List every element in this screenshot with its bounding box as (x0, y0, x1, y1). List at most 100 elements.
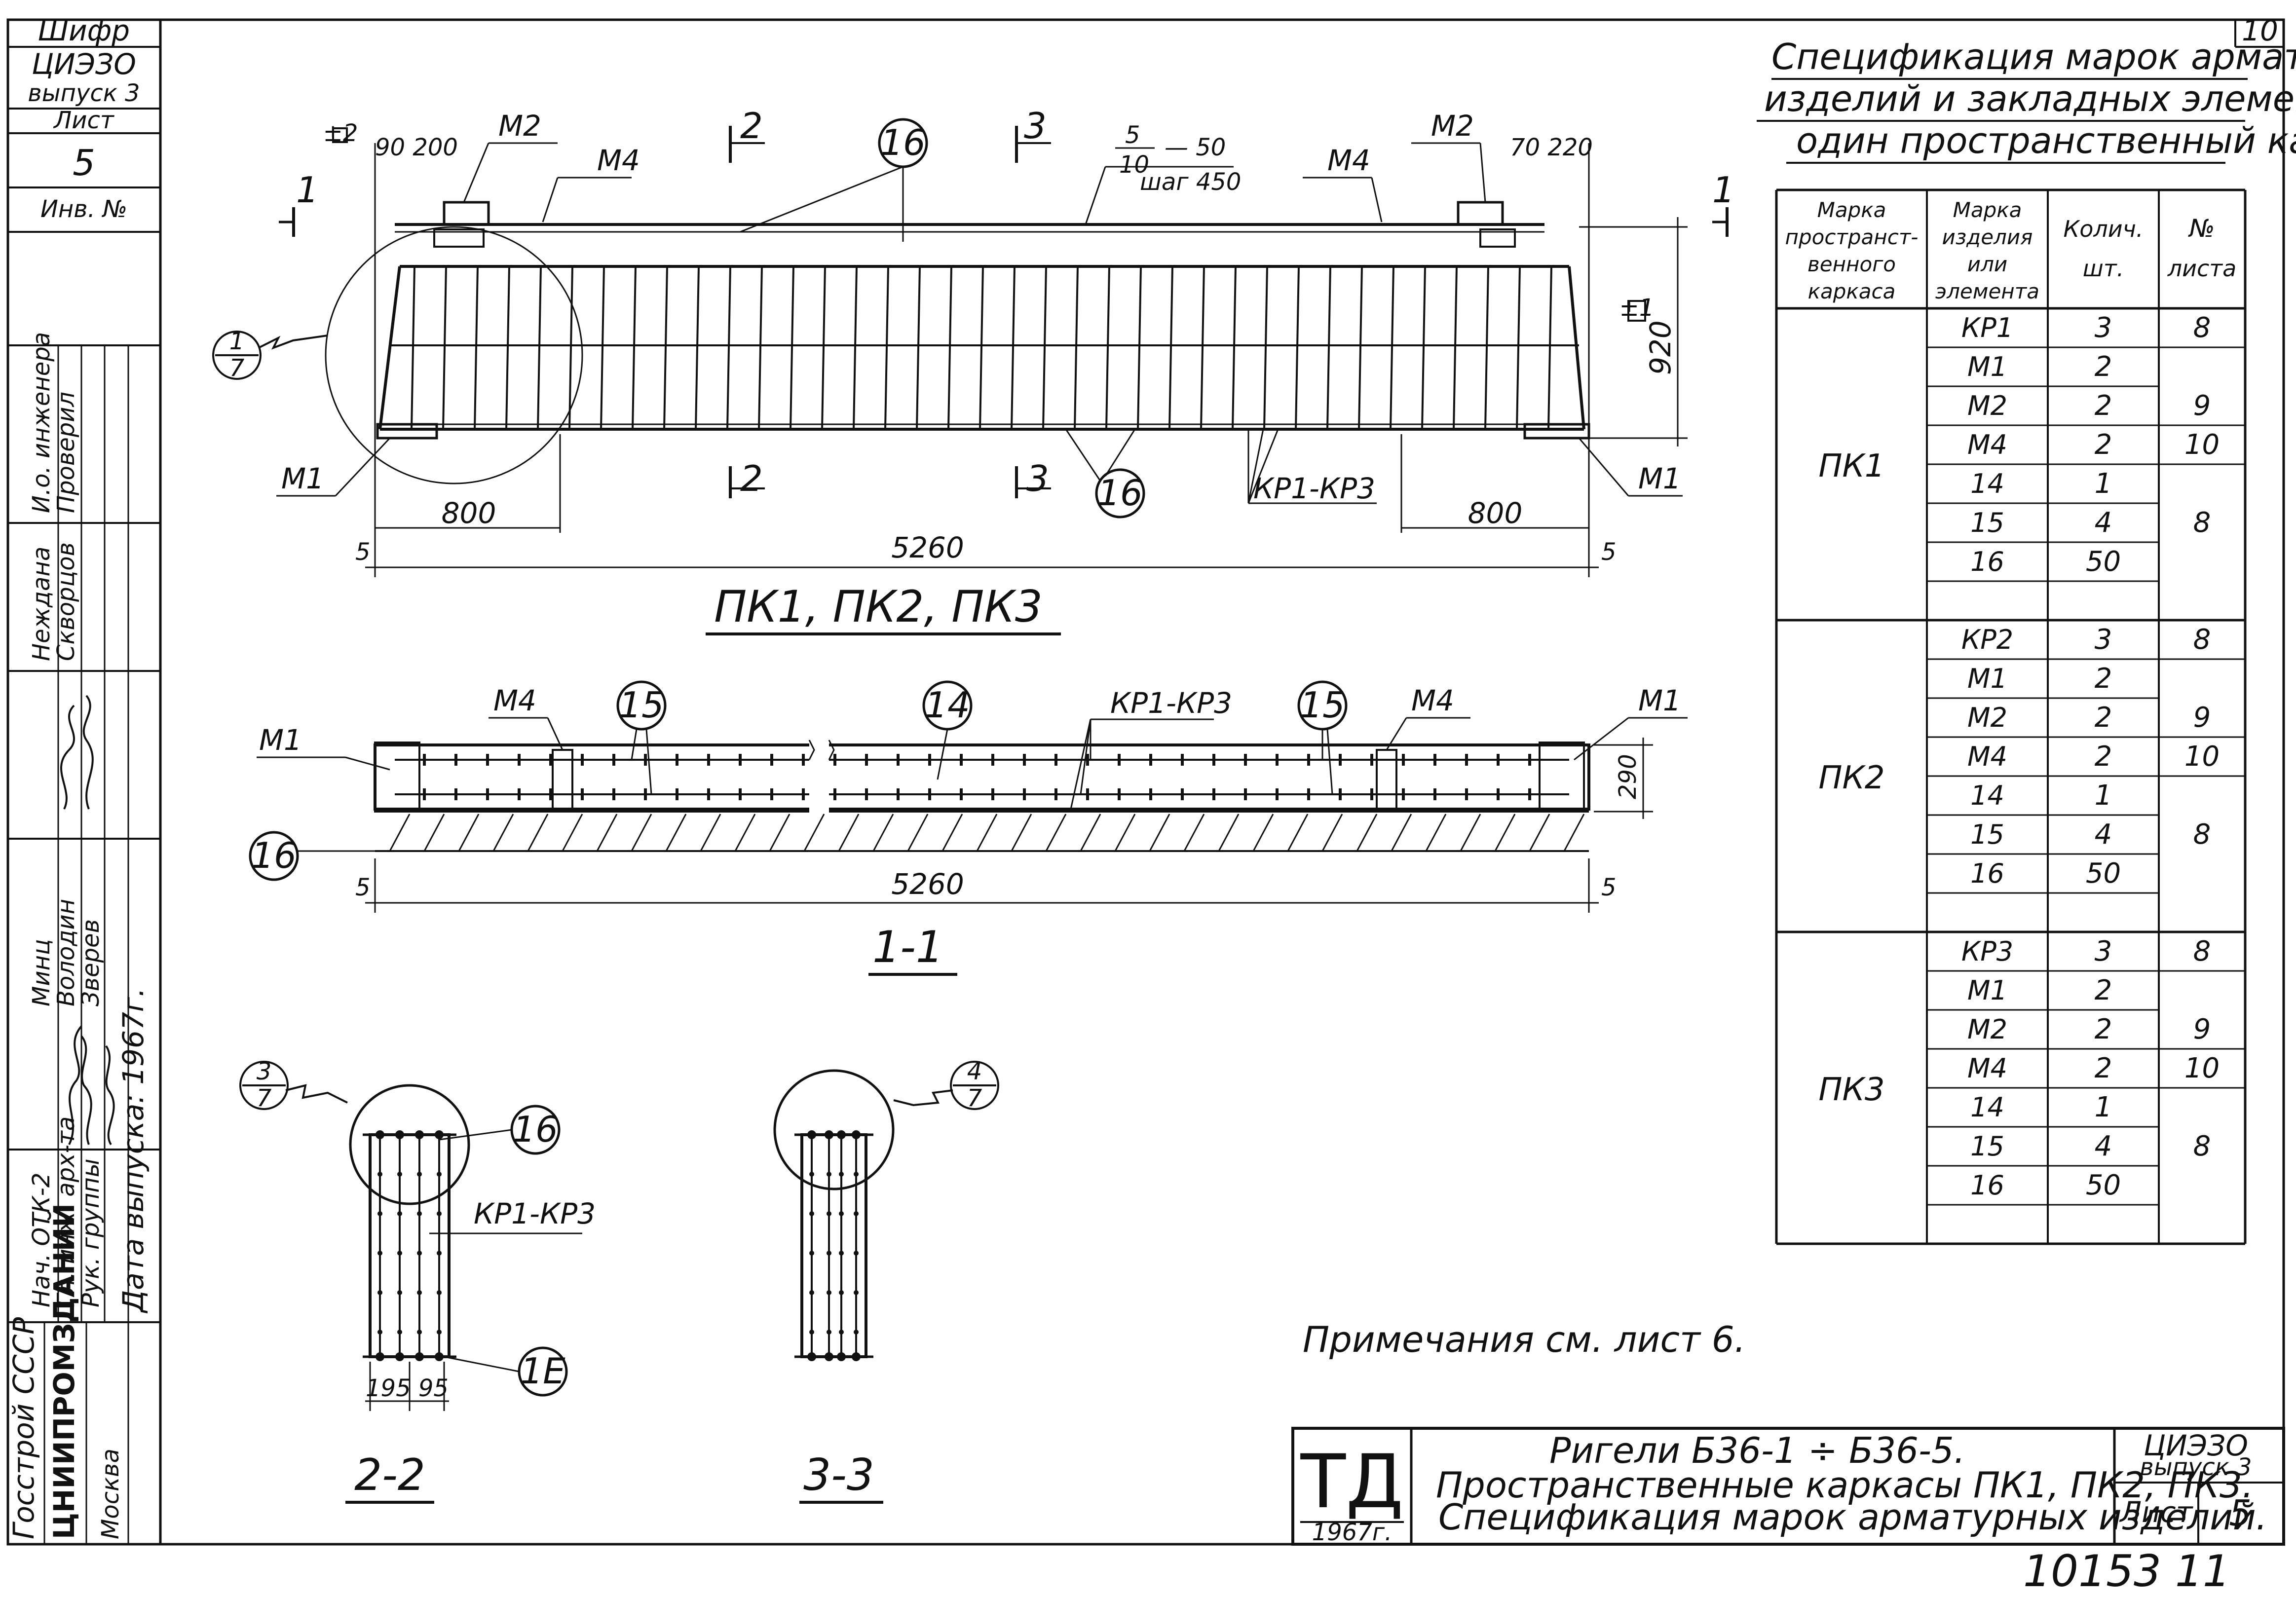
stirrup-bar (1105, 266, 1110, 430)
hatch-line (838, 814, 860, 852)
col-header-frame: каркаса (1808, 279, 1896, 303)
stirrup-bar (1074, 266, 1079, 430)
cell-sheet: 9 (2193, 1013, 2211, 1045)
rebar-dot (377, 1211, 382, 1216)
shifr-label: Шифр (38, 14, 130, 47)
dim-195-95: 195 95 (366, 1374, 449, 1402)
rebar-dot (827, 1290, 831, 1295)
cell-qty: 1 (2095, 780, 2112, 812)
page-corner-number: 10 (2234, 14, 2284, 48)
dim-90-200: 90 200 (375, 134, 458, 161)
tb-code: ЦИЭЗО (2144, 1429, 2248, 1462)
cell-item: М2 (1967, 390, 2007, 421)
label-16-s22-bottom: 1Е (520, 1350, 565, 1392)
cell-qty: 2 (2095, 351, 2112, 383)
callout-37-den: 7 (257, 1084, 272, 1112)
tb-issue: выпуск 3 (2140, 1453, 2252, 1481)
stirrup-bar (821, 266, 826, 430)
tb-sheet-no: 5 (2229, 1492, 2252, 1534)
cell-qty: 2 (2095, 1052, 2112, 1084)
hatch-line (1529, 814, 1550, 852)
cell-qty: 2 (2095, 663, 2112, 695)
sig-name-volodin: Володин (52, 899, 80, 1006)
sidebar-sheet-label: Лист (53, 107, 115, 134)
stirrup-bar (1168, 266, 1173, 430)
rebar-dot (852, 1130, 861, 1139)
pitch-step: шаг 450 (1140, 168, 1241, 196)
stirrup-bar (1232, 266, 1237, 430)
rebar-dot (397, 1330, 402, 1335)
stirrup-bar (853, 266, 858, 430)
stirrup-bar (442, 266, 447, 430)
cell-qty: 2 (2095, 390, 2112, 422)
title-3-3: 3-3 (803, 1449, 874, 1500)
sec-1-right: 1 (1712, 169, 1735, 211)
stirrup-bar (663, 266, 668, 430)
cell-qty: 3 (2095, 312, 2112, 344)
spec-title-1: Спецификация марок арматурных (1771, 36, 2296, 77)
col-header-item: изделия (1942, 225, 2033, 249)
stirrup-bar (632, 266, 637, 430)
cell-sheet: 9 (2193, 390, 2211, 422)
stirrup-bar (1484, 266, 1489, 430)
cell-qty: 2 (2095, 702, 2112, 734)
cell-item: 14 (1970, 780, 2004, 811)
rebar-dot (839, 1211, 844, 1216)
cell-qty: 2 (2095, 974, 2112, 1006)
rebar-dot (807, 1130, 816, 1139)
dim-290: 290 (1614, 754, 1642, 799)
cell-item: М4 (1967, 1053, 2007, 1084)
stirrup-bar (600, 266, 605, 430)
sec-3-bottom: 3 (1026, 458, 1049, 499)
stirrup-bar (1516, 266, 1521, 430)
hatch-line (1563, 814, 1585, 852)
rebar-dot (417, 1211, 422, 1216)
stirrup-bar (1358, 266, 1363, 430)
rebar-dot (415, 1352, 424, 1361)
cell-frame: ПК3 (1818, 1072, 1884, 1108)
hatch-line (803, 814, 825, 852)
rebar-dot (397, 1211, 402, 1216)
svg-text:10: 10 (2242, 14, 2278, 47)
col-header-frame: венного (1807, 252, 1896, 276)
rebar-dot (437, 1290, 442, 1295)
rebar-dot (827, 1211, 831, 1216)
cell-item: 16 (1970, 858, 2004, 889)
hatch-line (1114, 814, 1136, 852)
rebar-dot (839, 1251, 844, 1256)
cell-item: 16 (1970, 546, 2004, 577)
tb-line2: Пространственные каркасы ПК1, ПК2, ПК3. (1436, 1464, 2254, 1506)
elevation-view: ±2 90 200 70 220 1 7 1 (212, 105, 1735, 635)
tb-line1: Ригели Б36-1 ÷ Б36-5. (1549, 1430, 1965, 1471)
shifr-code: ЦИЭЗО (32, 47, 136, 81)
tb-line3: Спецификация марок арматурных изделий. (1438, 1496, 2267, 1538)
cell-item: М4 (1967, 429, 2007, 460)
stirrup-bar (790, 266, 794, 430)
hatch-line (1149, 814, 1170, 852)
cell-item: 15 (1970, 507, 2004, 538)
cell-sheet: 8 (2193, 1130, 2211, 1162)
hatch-line (1183, 814, 1205, 852)
cell-qty: 50 (2086, 1169, 2121, 1201)
stirrup-bar (1295, 266, 1300, 430)
stirrup-bar (695, 266, 700, 430)
title-2-2: 2-2 (354, 1449, 425, 1500)
sheet-frame (6, 18, 2285, 1546)
spec-title-2: изделий и закладных элементов на (1764, 78, 2296, 119)
cell-frame: ПК1 (1818, 448, 1884, 484)
hatch-line (1460, 814, 1481, 852)
sig-name-6: Скворцов (52, 542, 80, 661)
rebar-dot (827, 1251, 831, 1256)
sig-name-zverev: Зверев (77, 919, 105, 1006)
cell-sheet: 8 (2193, 507, 2211, 539)
section-3-3: 4 7 3-3 (773, 1058, 999, 1504)
dim-800-left: 800 (442, 496, 496, 530)
rebar-dot (839, 1290, 844, 1295)
stirrup-bar (411, 266, 415, 430)
hatch-line (1356, 814, 1378, 852)
rebar-dot (437, 1211, 442, 1216)
label-m2-right: М2 (1431, 109, 1474, 143)
cell-sheet: 8 (2193, 818, 2211, 851)
cell-item: КР2 (1961, 624, 2013, 655)
